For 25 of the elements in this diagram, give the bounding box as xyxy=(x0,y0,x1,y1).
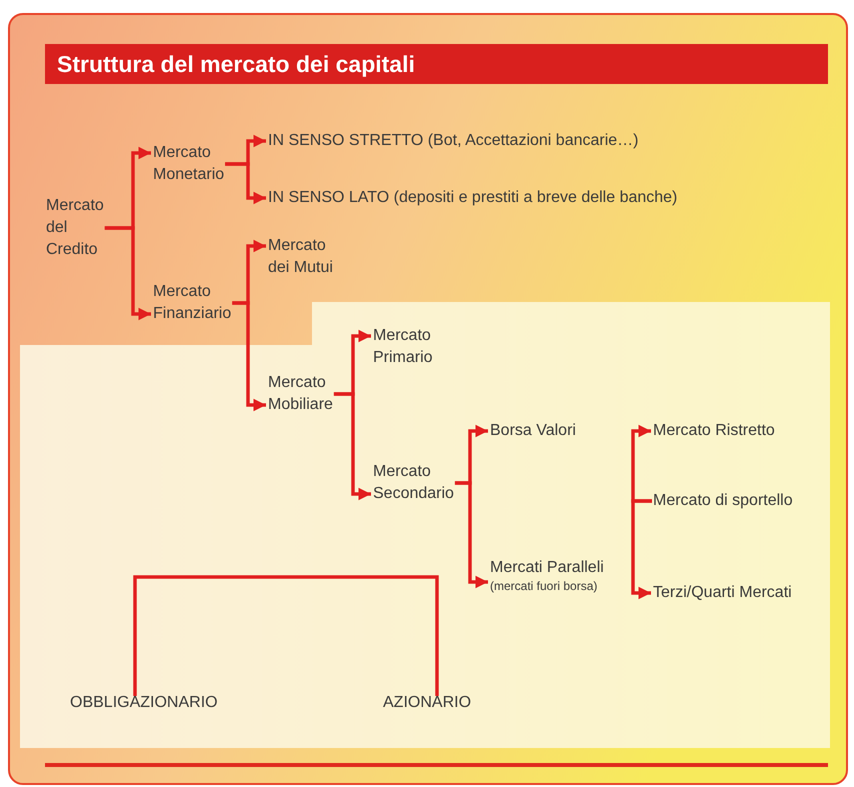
node-label: IN SENSO STRETTO (Bot, Accettazioni bancarie…) xyxy=(268,131,638,151)
arrow xyxy=(104,226,151,320)
node-label: Mercato Finanziario xyxy=(153,282,232,324)
arrow xyxy=(232,301,266,412)
node-label: Mercato di sportello xyxy=(653,491,793,511)
node-label: Mercato Monetario xyxy=(153,143,224,185)
node-label: Mercati Paralleli xyxy=(490,558,604,578)
connector-line xyxy=(133,575,439,696)
node-label: Mercato dei Mutui xyxy=(268,236,334,278)
node-label: Terzi/Quarti Mercati xyxy=(653,583,792,603)
node-label: AZIONARIO xyxy=(383,693,472,713)
node-label: Mercato Secondario xyxy=(373,462,454,504)
node-label: Mercato Ristretto xyxy=(653,421,775,441)
node-label: Borsa Valori xyxy=(490,421,576,441)
arrow xyxy=(225,162,266,204)
node-label: Mercato del Credito xyxy=(46,196,104,260)
arrow xyxy=(454,481,488,588)
title-bar: Struttura del mercato dei capitali xyxy=(45,44,828,84)
node-label: IN SENSO LATO (depositi e prestiti a breve delle banche) xyxy=(268,188,678,208)
arrow xyxy=(631,499,652,600)
node-label: Mercato Mobiliare xyxy=(268,373,333,415)
node-label: OBBLIGAZIONARIO xyxy=(70,693,218,713)
arrow xyxy=(334,392,371,500)
node-label: Mercato Primario xyxy=(373,326,433,368)
node-note: (mercati fuori borsa) xyxy=(490,579,598,593)
